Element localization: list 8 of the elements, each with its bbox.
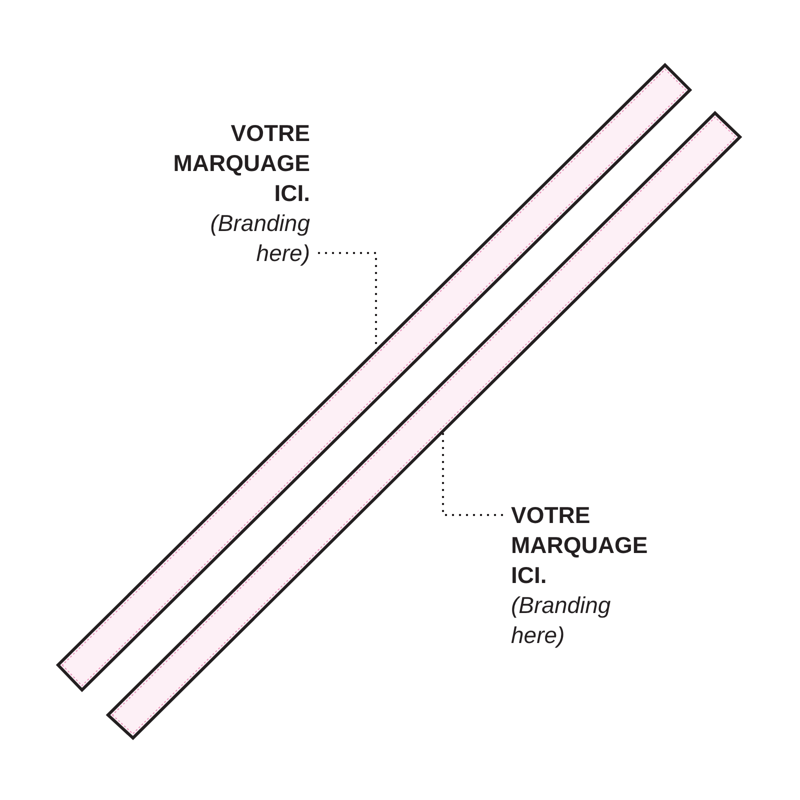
- leader-line: [318, 252, 377, 351]
- straw: [106, 110, 742, 740]
- straw: [56, 62, 692, 692]
- branding-heading: VOTRE MARQUAGE ICI.: [172, 119, 310, 208]
- branding-note: (Branding here): [511, 591, 612, 650]
- leader-line: [442, 431, 503, 516]
- branding-note: (Branding here): [209, 209, 310, 268]
- branding-heading: VOTRE MARQUAGE ICI.: [511, 501, 649, 590]
